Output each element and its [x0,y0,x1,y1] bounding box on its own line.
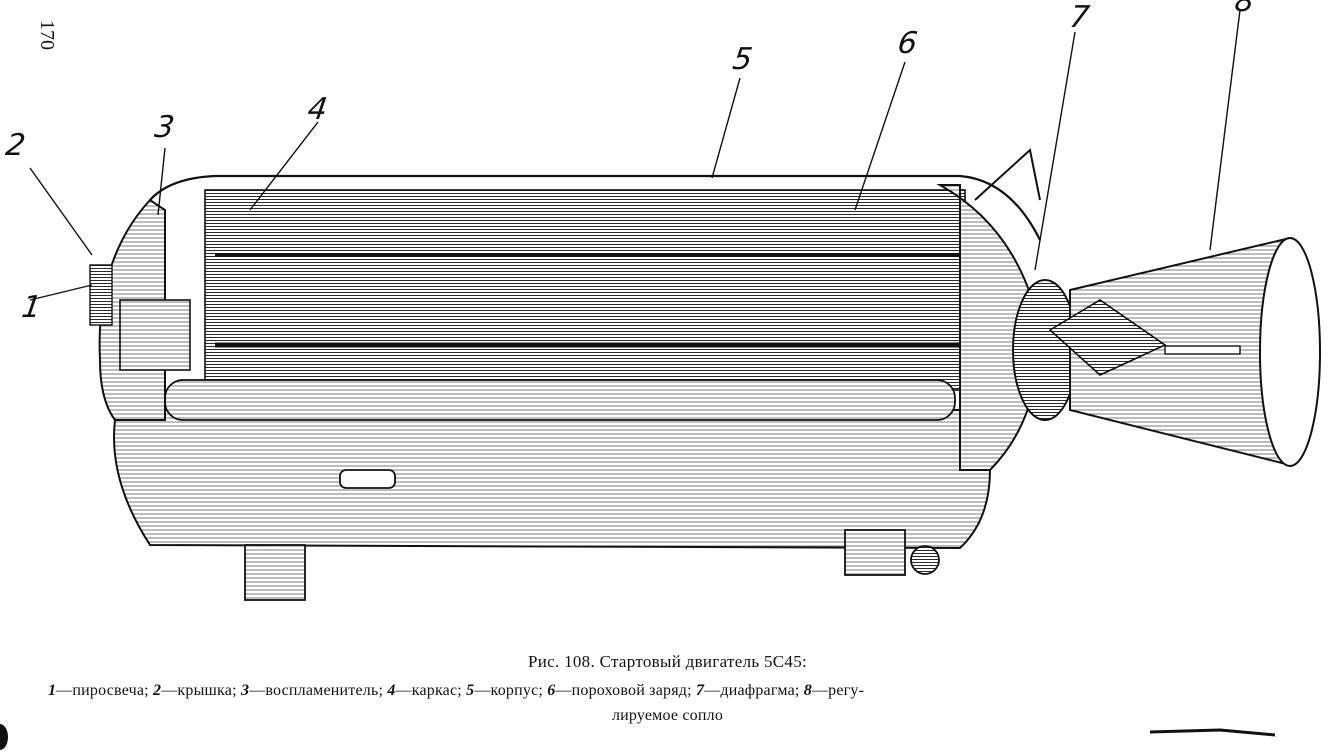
figure-legend: 1—пиросвеча; 2—крышка; 3—воспламенитель;… [48,682,864,700]
legend-text: —воспламенитель; [249,682,384,699]
legend-item-6: 6—пороховой заряд; [547,682,692,699]
legend-item-1: 1—пиросвеча; [48,682,149,699]
figure-legend-continuation: лируемое сопло [611,707,724,724]
scan-blot [0,724,8,750]
scan-mark [1150,728,1276,737]
legend-num: 2 [153,682,162,699]
legend-text: —регу- [811,682,865,699]
rocket-engine-illustration [29,9,1321,601]
legend-text: —диафрагма; [704,682,800,699]
legend-num: 7 [695,682,705,699]
legend-num: 6 [547,682,556,699]
figure-caption-title: Рис. 108. Стартовый двигатель 5С45: [527,652,808,671]
legend-text: —крышка; [161,682,237,699]
legend-item-7: 7—диафрагма; [696,682,800,699]
legend-num: 4 [387,682,396,699]
legend-num: 1 [48,682,57,699]
legend-item-3: 3—воспламенитель; [241,682,383,699]
legend-text: —пороховой заряд; [555,682,692,699]
legend-item-4: 4—каркас; [387,682,462,699]
legend-item-2: 2—крышка; [153,682,237,699]
legend-text: —каркас; [395,682,462,699]
legend-text: —пиросвеча; [56,682,149,699]
legend-item-8: 8—регу- [804,682,864,699]
legend-item-5: 5—корпус; [466,682,543,699]
legend-text: —корпус; [474,682,544,699]
legend-num: 3 [240,682,250,699]
legend-num: 8 [803,682,812,699]
legend-num: 5 [466,682,475,699]
